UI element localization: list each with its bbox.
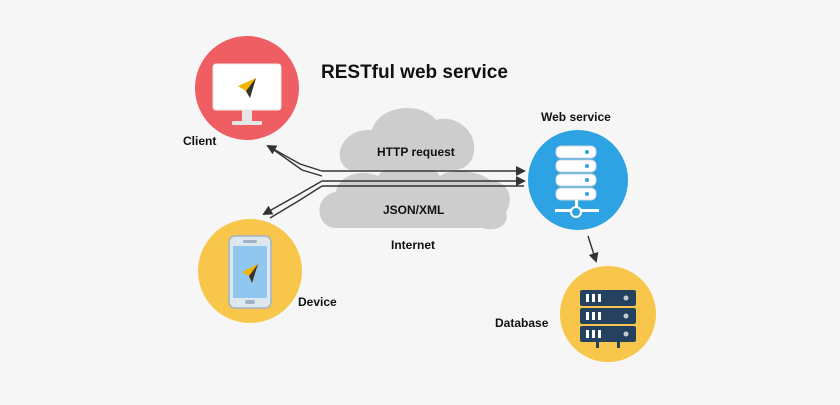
monitor-icon: [212, 63, 282, 125]
server-icon: [555, 145, 599, 218]
web-service-node: [528, 130, 628, 230]
device-label: Device: [298, 295, 337, 309]
http-request-label: HTTP request: [377, 145, 455, 159]
database-label: Database: [495, 316, 549, 330]
diagram-title: RESTful web service: [321, 62, 508, 83]
client-node: [195, 36, 299, 140]
client-label: Client: [183, 134, 217, 148]
connection-lines: [262, 145, 599, 263]
web-service-label: Web service: [541, 110, 611, 124]
json-xml-label: JSON/XML: [383, 203, 445, 217]
server-rack-icon: [580, 290, 636, 348]
database-node: [560, 266, 656, 362]
smartphone-icon: [228, 235, 272, 309]
device-node: [198, 219, 302, 323]
cloud-icon: [319, 107, 510, 230]
internet-label: Internet: [391, 238, 436, 252]
